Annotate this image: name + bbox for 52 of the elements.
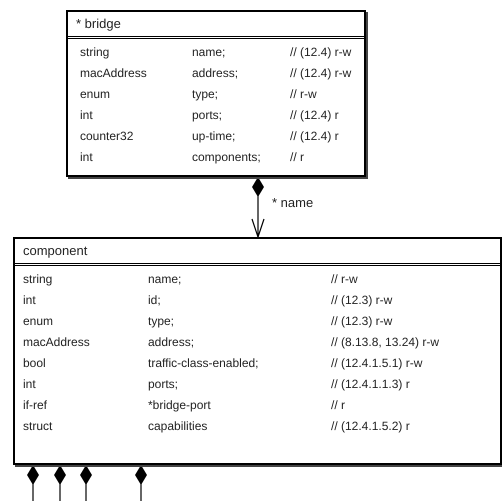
attribute-comment: // (12.4.1.1.3) r <box>331 376 411 393</box>
attribute-comment: // (12.4.1.5.2) r <box>331 418 411 435</box>
attribute-name: type; <box>148 313 176 330</box>
attribute-comment: // r-w <box>331 271 359 288</box>
attribute-comment: // r <box>331 397 346 414</box>
attribute-name: *bridge-port <box>148 397 212 414</box>
attribute-type: int <box>23 376 37 393</box>
attribute-name: address; <box>192 65 240 82</box>
class-name: * bridge <box>68 12 364 39</box>
attribute-name: up-time; <box>192 128 236 145</box>
attribute-comment: // r <box>290 149 305 166</box>
attribute-name: traffic-class-enabled; <box>148 355 260 372</box>
edge-label: * name <box>270 195 316 210</box>
attribute-name: type; <box>192 86 220 103</box>
attribute-name: address; <box>148 334 196 351</box>
class-box <box>66 10 366 177</box>
attribute-comment: // (12.4) r-w <box>290 44 352 61</box>
attribute-name: id; <box>148 292 162 309</box>
composition-line <box>135 465 147 501</box>
attribute-comment: // r-w <box>290 86 318 103</box>
attribute-name: name; <box>192 44 226 61</box>
class-name: component <box>15 239 500 266</box>
attribute-name: name; <box>148 271 182 288</box>
attribute-comment: // (12.3) r-w <box>331 292 394 309</box>
class-box <box>13 237 502 465</box>
attribute-type: string <box>23 271 54 288</box>
attribute-name: ports; <box>192 107 224 124</box>
attribute-comment: // (12.4.1.5.1) r-w <box>331 355 424 372</box>
attribute-type: enum <box>80 86 112 103</box>
composition-line <box>80 465 92 501</box>
attribute-type: int <box>23 292 37 309</box>
attribute-comment: // (12.4) r <box>290 107 340 124</box>
composition-arrow <box>251 177 265 238</box>
attribute-type: string <box>80 44 110 61</box>
attribute-name: ports; <box>148 376 180 393</box>
attribute-type: int <box>80 149 94 166</box>
attribute-type: bool <box>23 355 47 372</box>
composition-line <box>54 465 66 501</box>
attribute-type: counter32 <box>80 128 134 145</box>
composition-line <box>27 465 39 501</box>
attribute-type: if-ref <box>23 397 48 414</box>
attribute-type: enum <box>23 313 54 330</box>
attribute-name: capabilities <box>148 418 208 435</box>
attribute-comment: // (8.13.8, 13.24) r-w <box>331 334 440 351</box>
attribute-name: components; <box>192 149 262 166</box>
attribute-comment: // (12.3) r-w <box>331 313 394 330</box>
attribute-type: struct <box>23 418 54 435</box>
attribute-comment: // (12.4) r <box>290 128 340 145</box>
attribute-type: macAddress <box>23 334 91 351</box>
attribute-comment: // (12.4) r-w <box>290 65 352 82</box>
attribute-type: int <box>80 107 94 124</box>
attribute-type: macAddress <box>80 65 148 82</box>
